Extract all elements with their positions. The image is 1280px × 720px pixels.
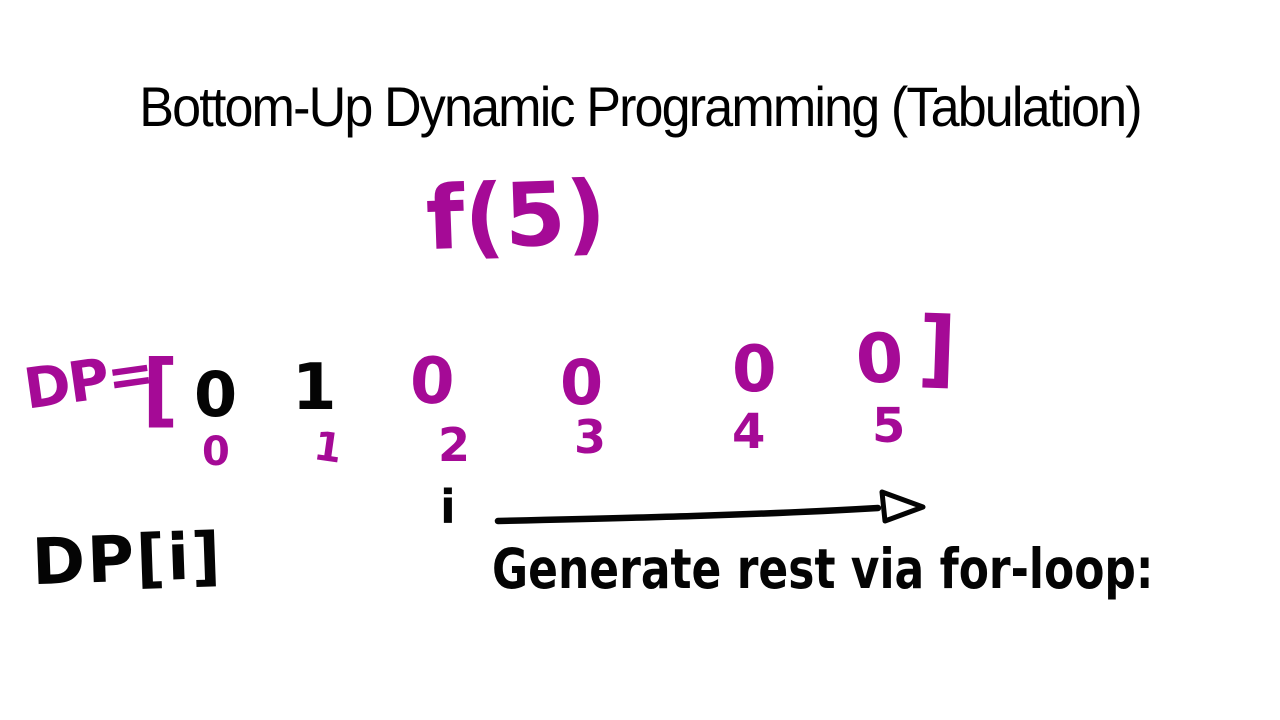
array-open-bracket: [: [142, 343, 179, 436]
slide-title: Bottom-Up Dynamic Programming (Tabulatio…: [139, 75, 1142, 138]
right-arrow-icon: [494, 489, 926, 525]
dp-index-expression: DP[i]: [30, 519, 224, 601]
array-index-4: 4: [732, 404, 766, 460]
array-index-0: 0: [202, 429, 230, 475]
array-value-3: 0: [560, 346, 604, 419]
arrow-head-icon: [879, 489, 926, 524]
array-value-1: 1: [292, 351, 337, 425]
array-value-4: 0: [732, 333, 777, 407]
function-call-label: f(5): [424, 160, 608, 271]
array-value-0: 0: [194, 358, 238, 431]
dp-array-label: DP=: [20, 340, 157, 423]
array-index-1: 1: [310, 423, 345, 473]
array-index-2: 2: [438, 418, 471, 472]
array-index-3: 3: [574, 410, 607, 464]
array-close-bracket: ]: [916, 298, 959, 398]
array-value-5: 0: [853, 318, 906, 401]
array-index-5: 5: [872, 398, 906, 454]
for-loop-annotation: Generate rest via for-loop:: [492, 537, 1154, 601]
iterator-i-label: i: [440, 480, 456, 534]
array-value-2: 0: [408, 343, 457, 421]
